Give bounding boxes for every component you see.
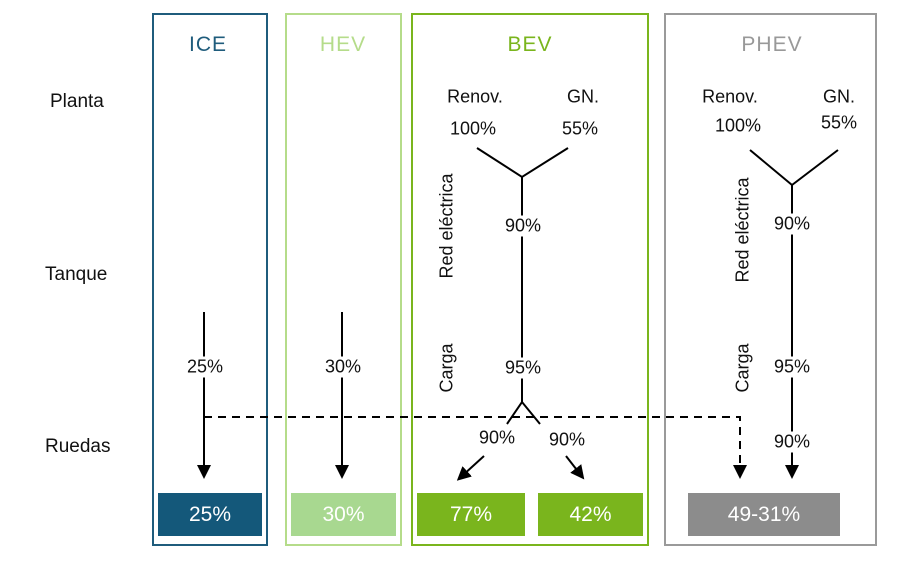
phev-charge-label: Carga xyxy=(732,343,753,393)
phev-column xyxy=(664,13,877,546)
bev-renov-label: Renov. xyxy=(447,86,503,107)
bev-result-left: 77% xyxy=(417,493,525,536)
phev-title: PHEV xyxy=(741,33,803,56)
ice-title: ICE xyxy=(188,33,228,56)
hev-efficiency: 30% xyxy=(322,356,364,378)
bev-title: BEV xyxy=(507,33,553,56)
bev-result-right: 42% xyxy=(538,493,643,536)
bev-right-wheel-value: 90% xyxy=(548,429,586,450)
phev-renov-label: Renov. xyxy=(702,86,758,107)
bev-renov-value: 100% xyxy=(449,118,497,139)
phev-gn-label: GN. xyxy=(822,86,856,107)
phev-grid-label: Red eléctrica xyxy=(732,177,753,283)
phev-result: 49-31% xyxy=(688,493,840,536)
dashed-link xyxy=(204,416,747,479)
row-label-planta: Planta xyxy=(50,91,104,112)
hev-result: 30% xyxy=(291,493,396,536)
phev-gn-value: 55% xyxy=(820,112,858,133)
bev-grid-value: 90% xyxy=(502,215,544,237)
ice-efficiency: 25% xyxy=(184,356,226,378)
bev-charge-value: 95% xyxy=(502,357,544,379)
bev-grid-label: Red eléctrica xyxy=(436,173,457,279)
row-label-tanque: Tanque xyxy=(45,264,108,285)
ice-result: 25% xyxy=(158,493,262,536)
hev-column xyxy=(285,13,402,546)
phev-wheel-value: 90% xyxy=(771,431,813,453)
phev-renov-value: 100% xyxy=(714,115,762,136)
bev-gn-value: 55% xyxy=(561,118,599,139)
ice-column xyxy=(152,13,268,546)
bev-charge-label: Carga xyxy=(436,343,457,393)
phev-charge-value: 95% xyxy=(771,356,813,378)
hev-title: HEV xyxy=(319,33,367,56)
bev-column xyxy=(411,13,649,546)
phev-grid-value: 90% xyxy=(771,213,813,235)
row-label-ruedas: Ruedas xyxy=(45,436,111,457)
bev-gn-label: GN. xyxy=(566,86,600,107)
bev-left-wheel-value: 90% xyxy=(478,427,516,448)
